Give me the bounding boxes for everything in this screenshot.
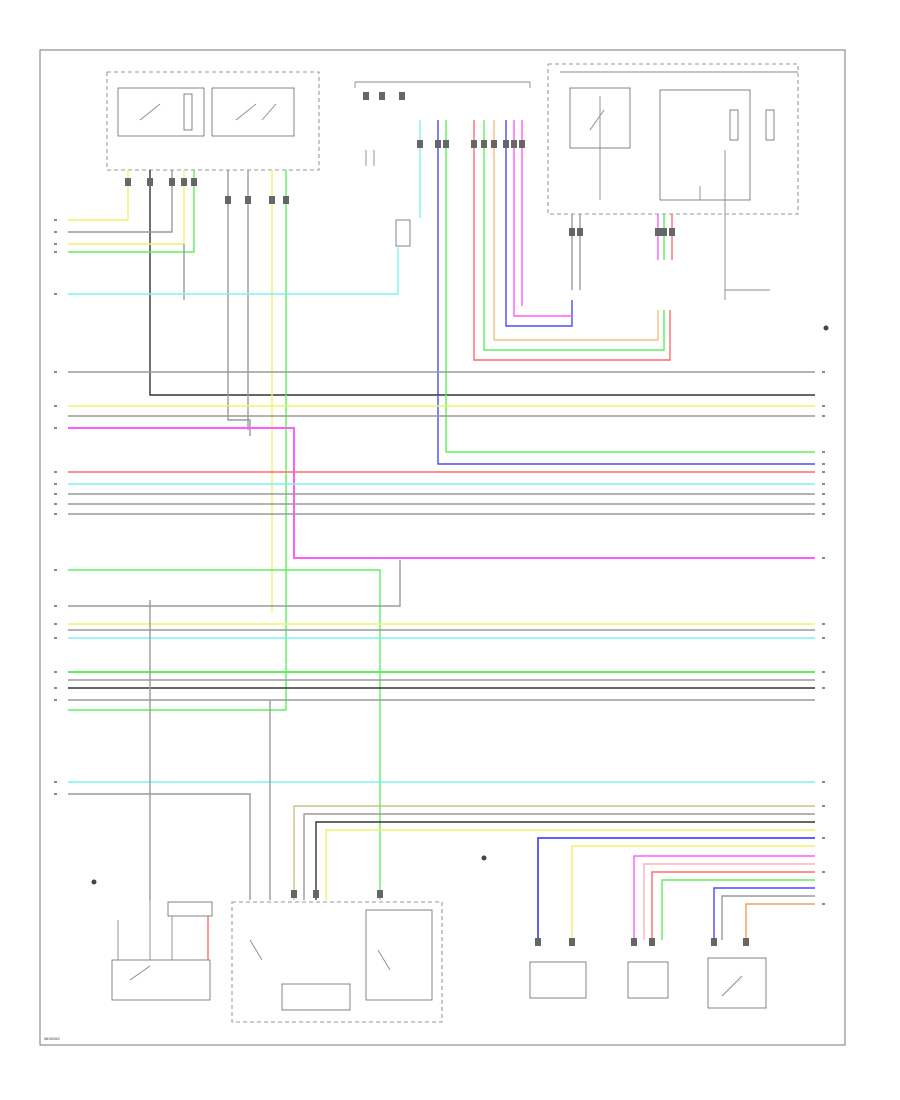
edge-terminals-left [54, 219, 57, 795]
connector-block-top-center [354, 81, 531, 247]
bottom-components [91, 325, 829, 1023]
diagram-frame [39, 49, 846, 1046]
bottom-component-center-module [231, 901, 443, 1023]
vertical-wires-top [68, 120, 815, 711]
page-id: WD00043 [44, 1037, 60, 1041]
bottom-component-left-switch [111, 900, 213, 1001]
ground-symbol [91, 325, 829, 885]
relay-assembly-top-right [547, 63, 799, 300]
connector-pin-markers [125, 92, 749, 946]
bottom-fanout-wires [149, 600, 815, 940]
horizontal-bus-wires [68, 371, 815, 900]
bottom-component-sensor-c [707, 957, 767, 1009]
bottom-component-sensor-a [529, 961, 587, 999]
edge-terminals-right [822, 371, 825, 905]
bottom-component-sensor-b [627, 961, 669, 999]
switch-assembly-top-left [106, 71, 320, 171]
